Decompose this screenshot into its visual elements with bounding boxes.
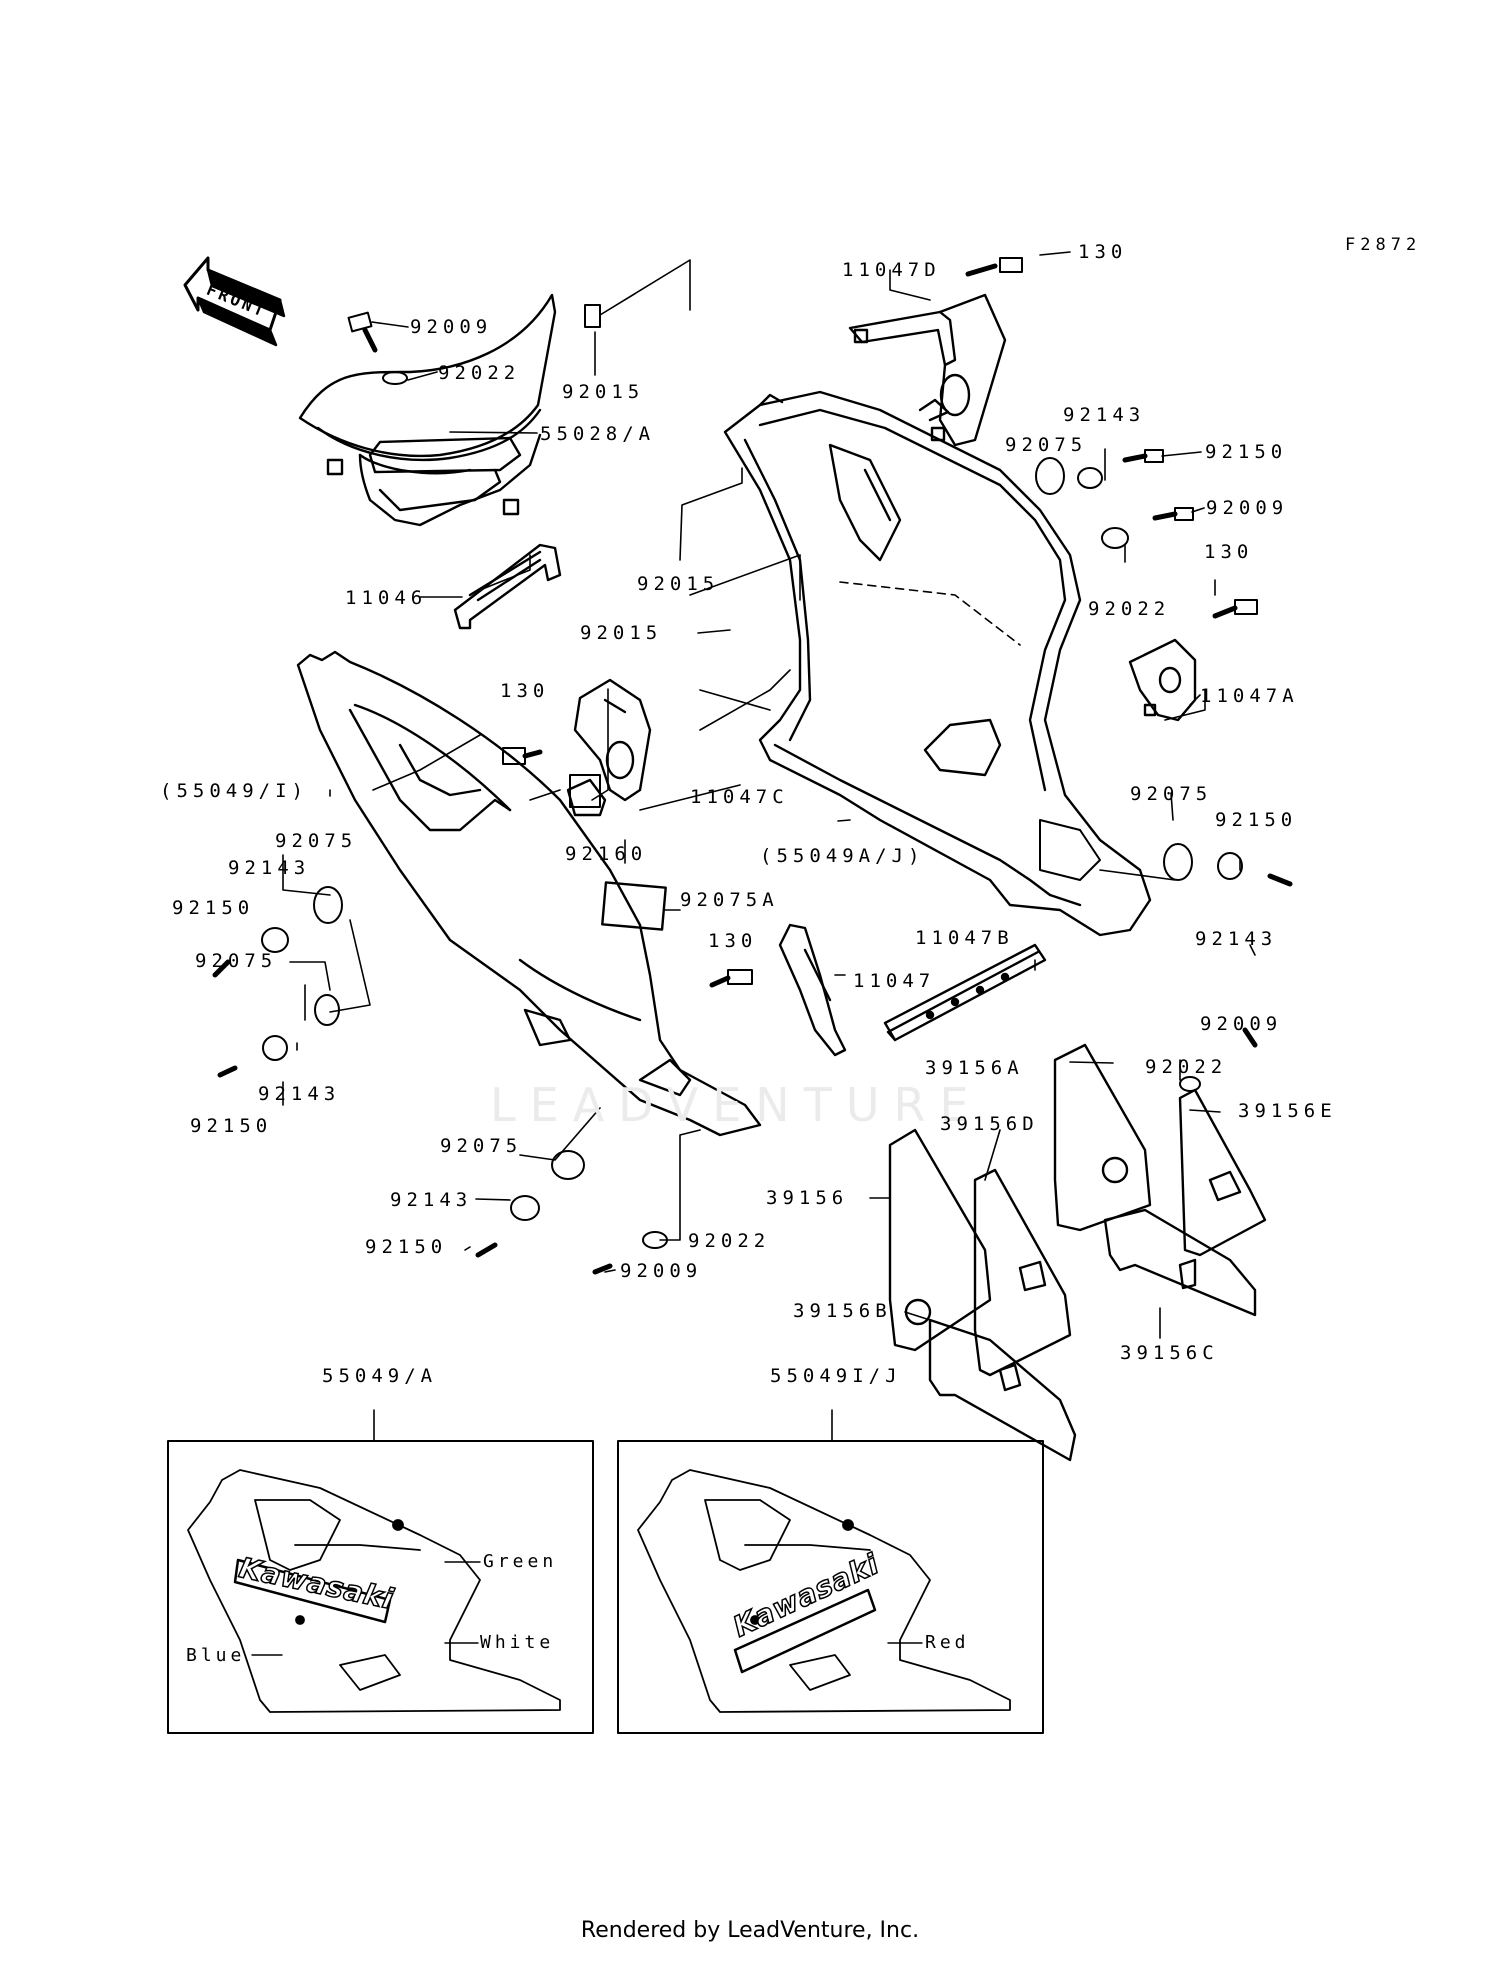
part-label: 92150 [190, 1115, 273, 1137]
part-label: 92150 [365, 1236, 448, 1258]
lower-cowl-right [723, 390, 1152, 937]
part-label: 92160 [565, 843, 648, 865]
part-label: 39156C [1120, 1342, 1219, 1364]
part-label: 92022 [688, 1230, 771, 1252]
inset-right-color-red: Red [925, 1632, 970, 1653]
fastener-screws [212, 257, 1293, 1275]
dashed-reference-line [839, 581, 1021, 646]
part-label: 92075 [440, 1135, 523, 1157]
part-label: 92143 [228, 857, 311, 879]
inset-cowl-right [637, 1469, 1011, 1713]
diagram-code: F2872 [1345, 235, 1422, 255]
part-label: 92009 [410, 316, 493, 338]
part-label: 92150 [1215, 809, 1298, 831]
part-label: 92143 [1195, 928, 1278, 950]
part-label: 92075 [1130, 783, 1213, 805]
bracket-11047 [778, 923, 847, 1057]
part-label: 39156D [940, 1113, 1039, 1135]
inset-box-right [617, 1440, 1044, 1734]
part-label: 92075 [195, 950, 278, 972]
lower-cowl-left [296, 650, 762, 1137]
strip-11047B [883, 943, 1047, 1042]
part-label: 55049/A [322, 1365, 438, 1387]
inset-left-color-blue: Blue [186, 1645, 246, 1666]
front-arrow-icon [183, 256, 286, 347]
part-label: 92015 [562, 381, 645, 403]
inset-left-color-green: Green [483, 1551, 558, 1572]
part-label: 130 [708, 930, 758, 952]
part-label: 92143 [390, 1189, 473, 1211]
part-label: 11047B [915, 927, 1014, 949]
part-label: 92009 [1200, 1013, 1283, 1035]
part-label: 39156E [1238, 1100, 1337, 1122]
footer-credit: Rendered by LeadVenture, Inc. [580, 1918, 920, 1943]
part-label: 92075 [1005, 434, 1088, 456]
part-label: 11046 [345, 587, 428, 609]
inset-leaders [251, 1561, 923, 1656]
pad-39156A [1053, 1043, 1152, 1232]
leader-lines [282, 251, 1256, 1441]
bracket-11047A [1128, 638, 1197, 722]
pad-39156C [1103, 1208, 1257, 1317]
part-label: 55049I/J [770, 1365, 902, 1387]
part-label: 92150 [172, 897, 255, 919]
part-label: 92015 [580, 622, 663, 644]
watermark: LEADVENTURE [490, 1078, 983, 1132]
pad-92075A [601, 881, 667, 931]
inset-cowl-left [187, 1469, 561, 1713]
part-label: 92022 [438, 362, 521, 384]
part-label: 92075A [680, 889, 779, 911]
bracket-11046 [453, 543, 562, 630]
part-label: 39156 [766, 1187, 849, 1209]
part-label: 11047C [690, 786, 789, 808]
part-label: 130 [1078, 241, 1128, 263]
inset-box-left [167, 1440, 594, 1734]
inset-left-color-white: White [480, 1632, 555, 1653]
part-label: 92143 [258, 1083, 341, 1105]
part-label: 92009 [1206, 497, 1289, 519]
pad-39156D [973, 1168, 1072, 1377]
part-label: 92143 [1063, 404, 1146, 426]
bracket-11047D [848, 293, 1007, 447]
part-label: 39156A [925, 1057, 1024, 1079]
bracket-11047C [566, 678, 652, 817]
part-label: 92150 [1205, 441, 1288, 463]
part-label: (55049A/J) [760, 845, 925, 867]
part-label: 55028/A [540, 423, 656, 445]
part-label: (55049/I) [160, 780, 308, 802]
part-label: 11047 [853, 970, 936, 992]
part-label: 11047D [842, 259, 941, 281]
inner-cover-upper [298, 293, 557, 527]
part-label: 92022 [1088, 598, 1171, 620]
part-label: 11047A [1200, 685, 1299, 707]
part-label: 39156B [793, 1300, 892, 1322]
part-label: 130 [500, 680, 550, 702]
part-label: 130 [1204, 541, 1254, 563]
part-label: 92015 [637, 573, 720, 595]
pad-39156B [928, 1318, 1077, 1462]
part-label: 92022 [1145, 1056, 1228, 1078]
part-label: 92009 [620, 1260, 703, 1282]
part-label: 92075 [275, 830, 358, 852]
